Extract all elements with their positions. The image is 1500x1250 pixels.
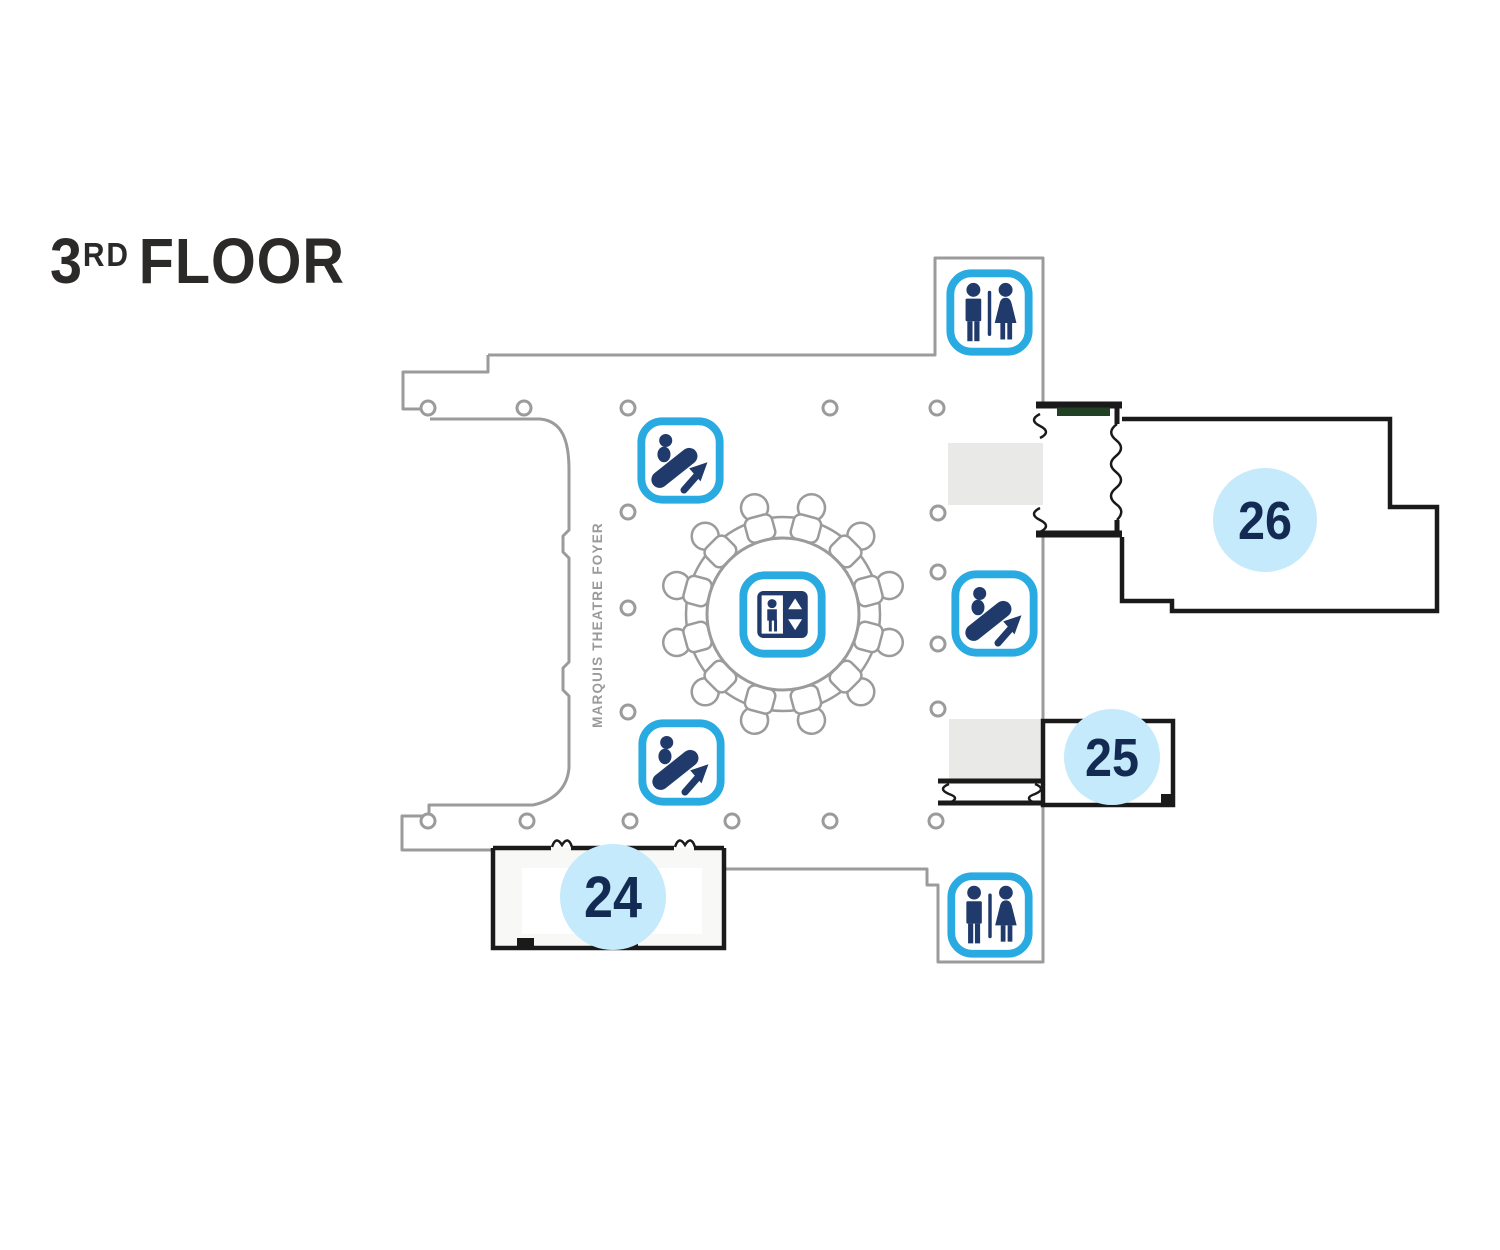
vestibule-door-mark-upper bbox=[1032, 412, 1048, 440]
service-closet-lower bbox=[949, 719, 1043, 779]
foyer-label: MARQUIS THEATRE FOYER bbox=[590, 522, 605, 728]
restroom-icon-top bbox=[950, 273, 1028, 351]
elevator-icon bbox=[743, 575, 821, 653]
top-wall-and-restroom-alcove bbox=[488, 256, 1045, 404]
vestibule-door-green bbox=[1057, 407, 1110, 416]
room-26-walls bbox=[1119, 416, 1440, 614]
room-25-corner-block bbox=[1161, 794, 1173, 805]
floor-ordinal: RD bbox=[82, 236, 130, 274]
floor-number: 3 bbox=[50, 225, 83, 297]
main-hall-walls bbox=[400, 256, 1045, 964]
floor-word: FLOOR bbox=[138, 225, 345, 297]
room-25-badge: 25 bbox=[1064, 709, 1160, 805]
escalator-icon-lower-left bbox=[642, 723, 720, 801]
service-closet-upper bbox=[948, 443, 1043, 505]
foyer-curved-wall bbox=[400, 355, 571, 852]
room-24-column-block-left bbox=[517, 938, 534, 949]
accordion-wall bbox=[1109, 422, 1123, 521]
escalator-icon-upper-left bbox=[641, 421, 719, 499]
room-25-number: 25 bbox=[1085, 728, 1139, 788]
room-26-badge: 26 bbox=[1213, 468, 1317, 572]
structural-columns bbox=[419, 399, 947, 830]
room-26-number: 26 bbox=[1238, 491, 1292, 551]
folding-door-mark-left bbox=[941, 782, 957, 805]
right-wall-lower-and-restroom-alcove bbox=[724, 806, 1045, 964]
restroom-icon-bottom bbox=[951, 876, 1028, 953]
room-24-door-right bbox=[673, 839, 697, 848]
room-24-number: 24 bbox=[584, 865, 642, 930]
room-26-vestibule bbox=[1032, 401, 1123, 538]
room-24-badge: 24 bbox=[560, 844, 666, 950]
folding-door-mark-right bbox=[1027, 782, 1043, 805]
escalator-icon-right bbox=[955, 574, 1033, 652]
vestibule-door-mark-lower bbox=[1032, 506, 1048, 534]
elevator-bank bbox=[661, 492, 905, 736]
room-24-door-left bbox=[550, 839, 574, 848]
